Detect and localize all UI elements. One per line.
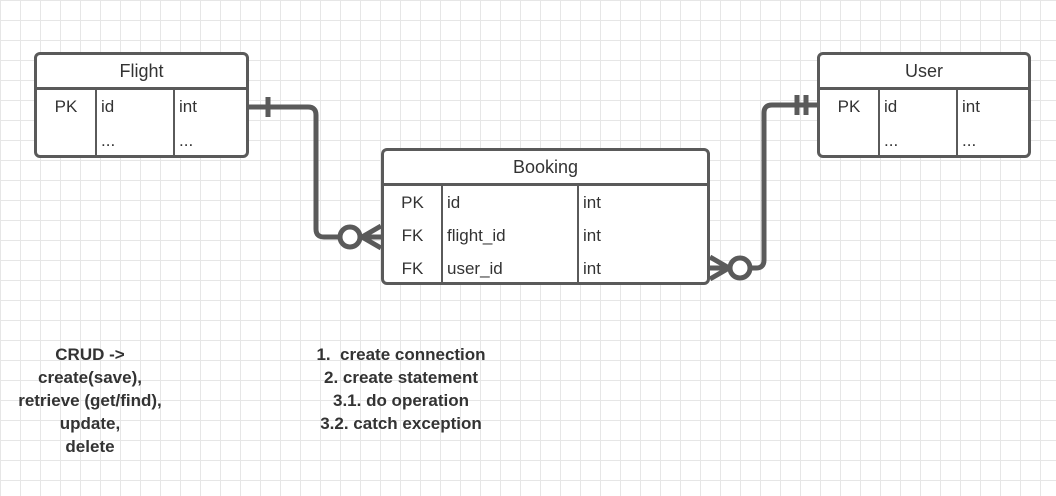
column-name-cell: ...: [878, 124, 956, 155]
note-line: create(save),: [38, 368, 142, 387]
column-name-cell: flight_id: [441, 219, 577, 252]
note-line: 2. create statement: [323, 368, 479, 387]
many-crowfoot: [708, 254, 732, 282]
column-type-cell: ...: [956, 124, 1028, 155]
zero-cardinality-circle: [337, 224, 363, 250]
key-cell: [820, 124, 878, 155]
column-name-cell: id: [95, 90, 173, 124]
column-name-cell: user_id: [441, 252, 577, 282]
key-cell: PK: [401, 193, 424, 212]
table-row: PK id int: [820, 90, 1028, 124]
table-row: PK id int: [37, 90, 246, 124]
booking-entity-title: Booking: [384, 151, 707, 186]
zero-cardinality-circle: [727, 255, 753, 281]
user-entity[interactable]: User PK id int ... ...: [817, 52, 1031, 158]
crud-note[interactable]: CRUD -> create(save), retrieve (get/find…: [0, 343, 180, 458]
note-line: 3.2. catch exception: [320, 414, 482, 433]
key-cell: FK: [401, 259, 424, 278]
many-crowfoot: [359, 223, 383, 251]
column-type-cell: int: [577, 219, 707, 252]
user-entity-title: User: [820, 55, 1028, 90]
table-row: FK user_id int: [384, 252, 707, 282]
steps-note[interactable]: 1. create connection 2. create statement…: [290, 343, 512, 435]
note-line: CRUD ->: [55, 345, 125, 364]
table-row: ... ...: [820, 124, 1028, 155]
flight-booking-relationship[interactable]: [249, 97, 383, 251]
key-cell: [37, 124, 95, 155]
table-row: FK flight_id int: [384, 219, 707, 252]
column-type-cell: int: [956, 90, 1028, 124]
note-line: update,: [59, 414, 121, 433]
note-line: 3.1. do operation: [332, 391, 470, 410]
key-cell: PK: [54, 97, 78, 116]
flight-entity-title: Flight: [37, 55, 246, 90]
column-type-cell: int: [173, 90, 246, 124]
table-row: ... ...: [37, 124, 246, 155]
booking-entity[interactable]: Booking PK id int FK flight_id int FK us…: [381, 148, 710, 285]
key-cell: PK: [837, 97, 861, 116]
column-type-cell: ...: [173, 124, 246, 155]
table-row: PK id int: [384, 186, 707, 219]
note-line: delete: [65, 437, 115, 456]
column-type-cell: int: [577, 252, 707, 282]
note-line: 1. create connection: [316, 345, 486, 364]
note-line: retrieve (get/find),: [18, 391, 162, 410]
column-type-cell: int: [577, 186, 707, 219]
flight-entity[interactable]: Flight PK id int ... ...: [34, 52, 249, 158]
column-name-cell: id: [878, 90, 956, 124]
user-booking-relationship[interactable]: [708, 95, 817, 282]
column-name-cell: id: [441, 186, 577, 219]
key-cell: FK: [401, 226, 424, 245]
column-name-cell: ...: [95, 124, 173, 155]
